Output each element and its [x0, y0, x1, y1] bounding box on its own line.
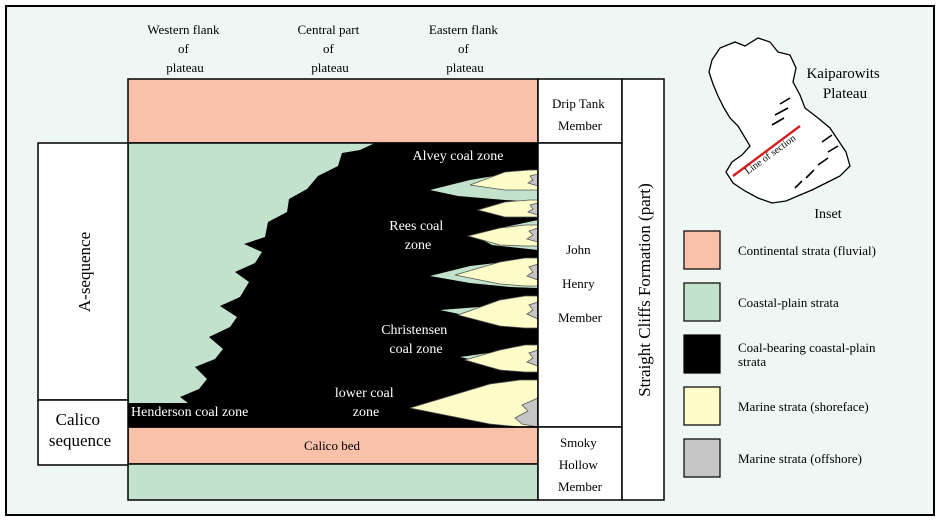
- offshore-wedges: [514, 173, 539, 428]
- drip-tank-member-box: [537, 78, 623, 144]
- legend-swatch-coastal-plain-strata: [683, 282, 721, 322]
- header-eastern-flank: Eastern flank of plateau: [429, 22, 501, 75]
- label-smoky-hollow-member: Smoky Hollow Member: [558, 435, 603, 494]
- label-kaiparowits-plateau: Kaiparowits Plateau: [806, 66, 883, 102]
- line-of-section: [732, 125, 801, 177]
- legend: Continental strata (fluvial) Coastal-plai…: [683, 230, 876, 478]
- legend-label-marine-strata-shoreface: Marine strata (shoreface): [738, 399, 869, 414]
- label-a-sequence: A-sequence: [75, 232, 94, 312]
- label-formation: Straight Cliffs Formation (part): [635, 183, 654, 397]
- label-christensen-coal-zone: Christensen coal zone: [381, 323, 451, 357]
- coal-bearing-zone: [128, 143, 538, 427]
- shoreface-tongues: [409, 169, 539, 428]
- legend-label-continental-strata-fluvial: Continental strata (fluvial): [738, 243, 876, 258]
- label-inset: Inset: [814, 207, 841, 222]
- legend-swatch-coal-bearing-coastal-plain: [683, 334, 721, 374]
- inset-map: Line of section Kaiparowits Plateau Inse…: [708, 37, 883, 222]
- header-central-part: Central part of plateau: [298, 22, 363, 75]
- coastal-plain-band-bottom: [127, 463, 539, 501]
- continental-band-top: [127, 78, 539, 144]
- formation-box: [621, 78, 665, 501]
- header-western-flank: Western flank of plateau: [147, 22, 222, 75]
- label-calico-bed: Calico bed: [304, 438, 360, 453]
- legend-label-coastal-plain-strata: Coastal-plain strata: [738, 295, 839, 310]
- legend-swatch-continental-strata-fluvial: [683, 230, 721, 270]
- drainage-lines: [771, 97, 839, 189]
- label-rees-coal-zone: Rees coal zone: [389, 219, 447, 253]
- label-calico-sequence: Calico sequence: [49, 410, 111, 450]
- label-lower-coal-zone: lower coal zone: [335, 386, 397, 420]
- calico-sequence-box: [37, 399, 129, 466]
- legend-swatch-marine-strata-shoreface: [683, 386, 721, 426]
- legend-swatch-marine-strata-offshore: [683, 438, 721, 478]
- label-alvey-coal-zone: Alvey coal zone: [413, 149, 504, 164]
- john-henry-member-box: [537, 142, 623, 428]
- legend-label-marine-strata-offshore: Marine strata (offshore): [738, 451, 862, 466]
- label-drip-tank-member: Drip Tank Member: [552, 96, 608, 133]
- label-john-henry-member: John Henry Member: [558, 242, 603, 325]
- label-henderson-coal-zone: Henderson coal zone: [131, 405, 248, 420]
- smoky-hollow-member-box: [537, 426, 623, 501]
